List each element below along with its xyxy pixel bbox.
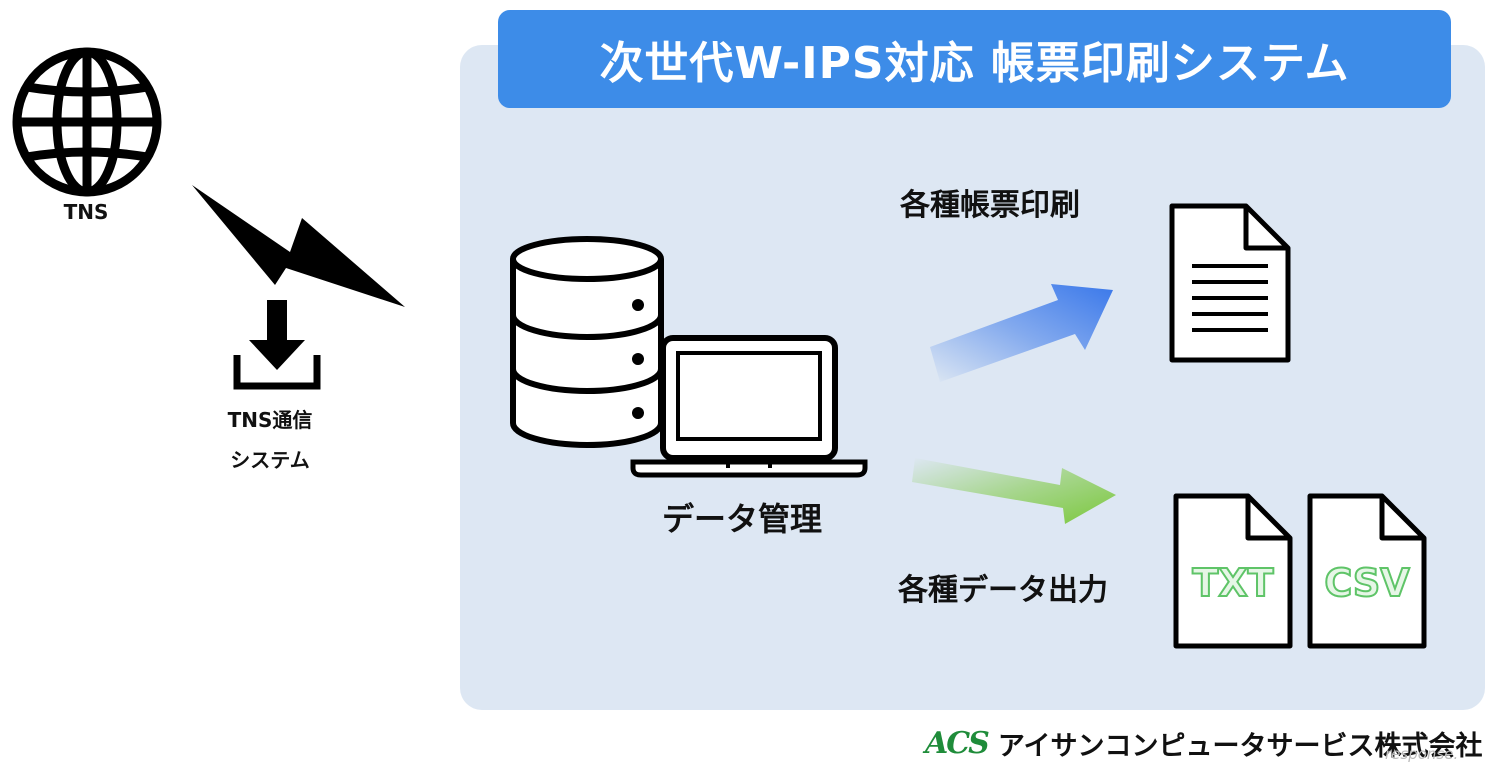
company-name: アイサンコンピュータサービス株式会社 <box>997 731 1483 762</box>
txt-label: TXT <box>1192 561 1273 605</box>
document-icon <box>1169 203 1291 363</box>
company-credit: ACS アイサンコンピュータサービス株式会社 <box>925 724 1482 763</box>
data-management-label: データ管理 <box>662 500 823 538</box>
print-label: 各種帳票印刷 <box>900 188 1080 223</box>
watermark: response. <box>1385 745 1459 763</box>
download-icon <box>233 300 321 390</box>
company-logo: ACS <box>925 726 990 761</box>
data-output-label: 各種データ出力 <box>898 573 1108 608</box>
tns-system-line1: TNS通信 <box>227 408 313 432</box>
laptop-icon <box>630 335 868 478</box>
page-title: 次世代W-IPS対応 帳票印刷システム <box>498 10 1451 108</box>
database-icon <box>510 236 664 448</box>
tns-system-label: TNS通信 システム <box>215 400 325 480</box>
csv-file-icon: CSV <box>1307 493 1427 649</box>
txt-file-icon: TXT <box>1173 493 1293 649</box>
data-output-arrow <box>912 458 1116 524</box>
globe-icon <box>12 47 162 197</box>
tns-system-line2: システム <box>230 448 310 472</box>
tns-label: TNS <box>63 200 109 224</box>
lightning-icon <box>192 185 405 307</box>
csv-label: CSV <box>1324 561 1410 605</box>
print-arrow <box>930 284 1113 382</box>
